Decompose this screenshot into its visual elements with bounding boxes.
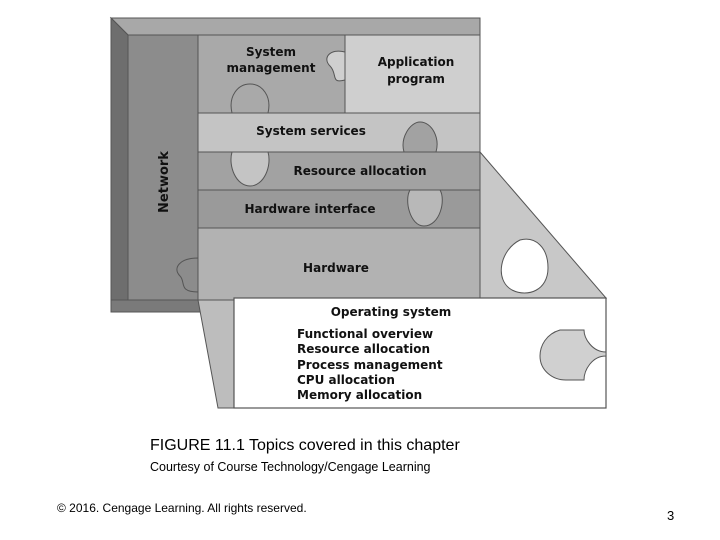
operating-system-title: Operating system	[331, 305, 452, 319]
system-management-knob	[230, 83, 270, 114]
network-tab	[176, 257, 199, 293]
frame-top-face	[109, 17, 481, 36]
frame-left-face	[110, 16, 129, 313]
operating-system-knob	[539, 329, 607, 381]
resource-allocation-label: Resource allocation	[293, 164, 426, 178]
hardware-interface-label: Hardware interface	[244, 202, 375, 216]
hardware-interface-knob	[407, 189, 443, 227]
os-item-process-management: Process management	[297, 358, 443, 372]
hardware-piece	[197, 227, 481, 301]
projection-side	[197, 299, 235, 409]
projection-tab	[500, 238, 549, 294]
network-piece	[127, 34, 199, 301]
os-item-memory-allocation: Memory allocation	[297, 388, 422, 402]
application-program-label-line1: Application	[378, 55, 455, 69]
application-tab	[326, 50, 346, 82]
system-services-hole	[402, 121, 438, 153]
os-puzzle-diagram: Network System management Application pr…	[109, 16, 608, 409]
network-label: Network	[157, 151, 172, 213]
system-management-label-line2: management	[227, 61, 316, 75]
figure-credit: Courtesy of Course Technology/Cengage Le…	[150, 460, 431, 474]
figure-caption: FIGURE 11.1 Topics covered in this chapt…	[150, 437, 460, 454]
resource-allocation-knob	[230, 151, 270, 187]
os-item-functional-overview: Functional overview	[297, 327, 433, 341]
system-management-label-line1: System	[246, 45, 296, 59]
system-services-label: System services	[256, 124, 366, 138]
os-item-cpu-allocation: CPU allocation	[297, 373, 395, 387]
copyright-notice: © 2016. Cengage Learning. All rights res…	[57, 501, 307, 515]
application-program-label-line2: program	[387, 72, 445, 86]
hardware-label: Hardware	[303, 261, 369, 275]
application-program-piece	[344, 34, 481, 114]
os-item-resource-allocation: Resource allocation	[297, 342, 430, 356]
page-number: 3	[667, 508, 675, 523]
